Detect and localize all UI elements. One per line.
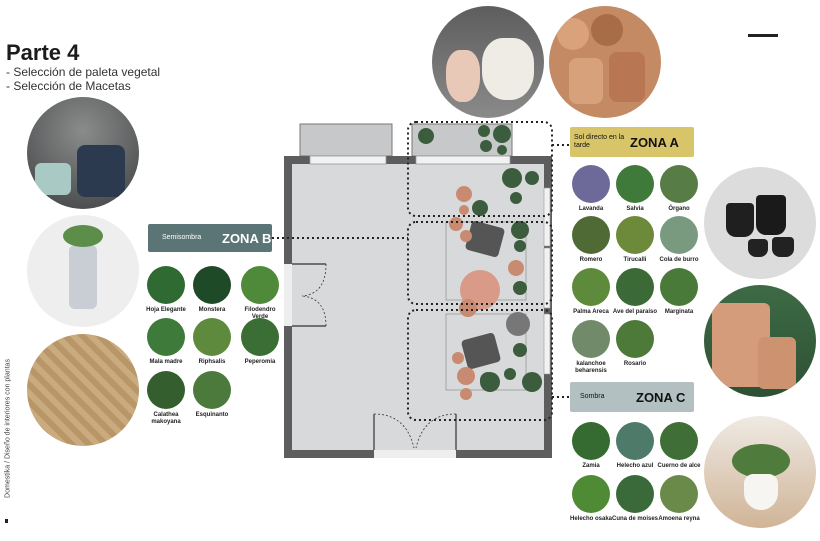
plant-helecho-osaka: Helecho osaka <box>568 475 614 523</box>
terracotta-pots-photo <box>549 6 661 118</box>
plant-tirucalli: Tirucalli <box>612 216 658 264</box>
plant-hoja-elegante: Hoja Elegante <box>143 266 189 314</box>
terracotta-planters-photo <box>704 285 816 397</box>
plant-marginata: Marginata <box>656 268 702 316</box>
plant-filodendro-verde: Filodendro Verde <box>237 266 283 321</box>
plant-calathea-makoyana: Calathea makoyana <box>143 371 189 426</box>
black-pots-photo <box>704 167 816 279</box>
zone-c-condition: Sombra <box>580 393 605 400</box>
door-bottom-opening <box>374 450 456 458</box>
zone-b-condition: Semisombra <box>162 234 202 241</box>
plant-palma-areca: Palma Areca <box>568 268 614 316</box>
plant-cuna-de-moises: Cuna de moises <box>612 475 658 523</box>
plant-cuerno-de-alce: Cuerno de alce <box>656 422 702 470</box>
armchair-zone-c <box>461 333 501 369</box>
plant-lavanda: Lavanda <box>568 165 614 213</box>
plant-monstera: Monstera <box>189 266 235 314</box>
plant-romero: Romero <box>568 216 614 264</box>
plant-zamia: Zamia <box>568 422 614 470</box>
plant-peperomia: Peperomia <box>237 318 283 366</box>
balcony-left <box>299 123 393 157</box>
plant-salvia: Salvia <box>612 165 658 213</box>
page-title: Parte 4 <box>6 40 80 65</box>
zone-c-label: ZONA C <box>636 389 686 405</box>
plant-mala-madre: Mala madre <box>143 318 189 366</box>
zone-a-label: ZONA A <box>630 134 679 150</box>
plant-ave-del-paraiso: Ave del paraíso <box>612 268 658 316</box>
white-pots-photo <box>432 6 544 118</box>
zone-b-label: ZONA B <box>222 230 272 246</box>
zone-b-tag: Semisombra ZONA B <box>148 224 272 252</box>
zone-c-tag: Sombra ZONA C <box>570 382 694 412</box>
plant-helecho-azul: Helecho azul <box>612 422 658 470</box>
floor-area <box>292 164 544 450</box>
zone-a-outline <box>407 121 553 217</box>
door-left-opening <box>284 264 292 326</box>
window-top-left <box>309 155 387 165</box>
pots-ceramic-photo <box>27 97 139 209</box>
plant-esquinanto: Esquinanto <box>189 371 235 419</box>
armchair-zone-b <box>465 221 505 257</box>
woven-basket-photo <box>27 334 139 446</box>
subtitle-palette: - Selección de paleta vegetal <box>6 65 161 79</box>
glass-vase-photo <box>27 215 139 327</box>
plant-organo: Órgano <box>656 165 702 213</box>
plant-amoena-reyna: Amoena reyna <box>656 475 702 523</box>
potted-plant-photo <box>704 416 816 528</box>
zone-a-tag: Sol directo en la tarde ZONA A <box>570 127 694 157</box>
subtitle-pots: - Selección de Macetas <box>6 79 131 93</box>
zone-c-outline <box>407 309 553 421</box>
zone-a-condition: Sol directo en la tarde <box>574 134 625 149</box>
window-top-right <box>415 155 511 165</box>
plant-cola-de-burro: Cola de burro <box>656 216 702 264</box>
bullet-mark <box>5 519 8 523</box>
plant-riphsalis: Riphsalis <box>189 318 235 366</box>
plant-rosario: Rosario <box>612 320 658 368</box>
header-dash <box>748 34 778 37</box>
plant-kalanchoe-beharensis: kalanchoe beharensis <box>568 320 614 375</box>
floor-plan <box>284 121 553 458</box>
